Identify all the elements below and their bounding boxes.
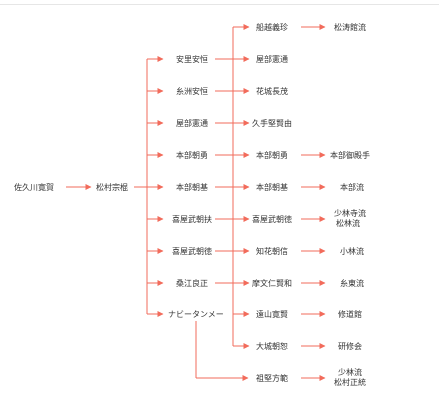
node-c2-funakoshi: 船越義珍 <box>256 22 288 32</box>
node-c3-kenshukai: 研修会 <box>338 341 362 351</box>
node-c3-motobu-ryu: 本部流 <box>340 182 364 192</box>
node-c1-kuwae: 桑江良正 <box>176 278 208 288</box>
node-c1-chofu: 喜屋武朝扶 <box>172 214 212 224</box>
node-c2-kudeken: 久手堅賢由 <box>252 118 292 128</box>
node-c3-shudokan: 修道館 <box>338 309 362 319</box>
node-c1-navitanme: ナビータンメー <box>168 310 224 319</box>
node-c3-shito: 糸東流 <box>340 278 364 288</box>
node-c2-chotoku: 喜屋武朝徳 <box>252 214 292 224</box>
node-c3-matsumura-seito: 松村正統 <box>334 377 366 387</box>
node-c3-shorinjiryu: 少林寺流 <box>334 208 366 218</box>
node-c2-yabu: 屋部憲通 <box>256 54 288 64</box>
node-c3-shorinryu: 少林流 <box>338 367 362 377</box>
node-c1-yabu: 屋部憲通 <box>176 118 208 128</box>
node-c3-shotokan: 松涛館流 <box>334 22 366 32</box>
node-c2-hanashiro: 花城長茂 <box>256 86 288 96</box>
node-sakugawa: 佐久川寛賀 <box>14 182 54 192</box>
node-matsumura: 松村宗棍 <box>96 182 128 192</box>
node-c2-soken: 祖堅方範 <box>256 373 288 383</box>
node-c3-motobu-udundi: 本部御殿手 <box>330 150 370 160</box>
node-c3-kobayashi: 小林流 <box>340 246 364 256</box>
node-c1-itosu: 糸洲安恒 <box>176 86 208 96</box>
node-c2-choki: 本部朝基 <box>256 182 288 192</box>
node-c2-toyama: 遠山寛賢 <box>256 309 288 319</box>
node-c3-matsubayashi: 松林流 <box>336 218 360 228</box>
top-divider <box>0 4 439 5</box>
connectors <box>66 24 326 381</box>
node-c2-mabuni: 摩文仁賢和 <box>252 278 292 288</box>
node-c1-choki: 本部朝基 <box>176 182 208 192</box>
node-c2-choyu: 本部朝勇 <box>256 150 288 160</box>
node-c2-chibana: 知花朝信 <box>256 246 288 256</box>
node-labels: 佐久川寛賀 松村宗棍 安里安恒 糸洲安恒 屋部憲通 本部朝勇 本部朝基 喜屋武朝… <box>14 22 370 387</box>
node-c2-oshiro: 大城朝恕 <box>256 341 288 351</box>
node-c1-choyu: 本部朝勇 <box>176 150 208 160</box>
node-c1-asato: 安里安恒 <box>176 54 208 64</box>
node-c1-chotoku: 喜屋武朝徳 <box>172 246 212 256</box>
